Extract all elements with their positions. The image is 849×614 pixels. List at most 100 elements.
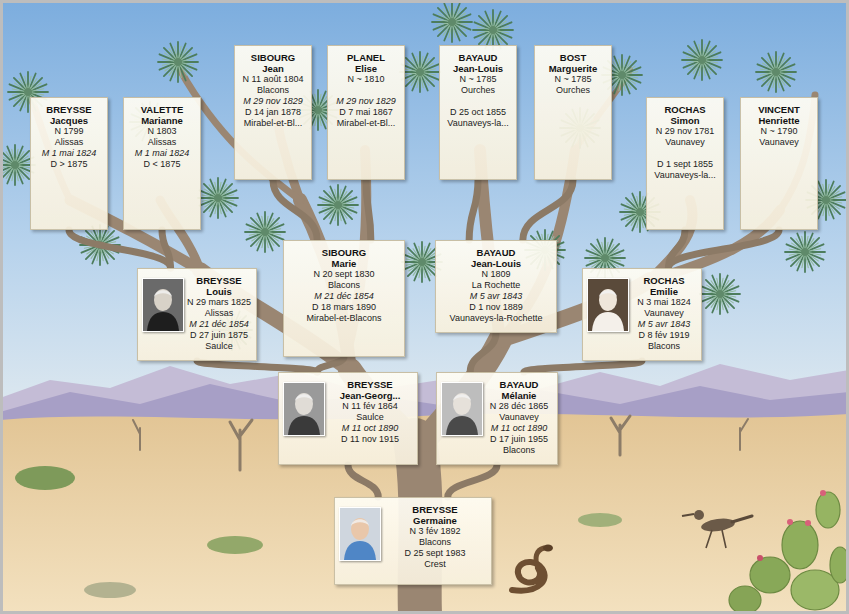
person-name: Mélanie <box>485 390 553 401</box>
tree-trunk <box>30 70 815 614</box>
life-event: M 21 déc 1854 <box>186 319 252 330</box>
text-column: PLANELEliseN ~ 1810M 29 nov 1829D 7 mai … <box>328 46 404 133</box>
person-name: Jean <box>237 63 309 74</box>
life-event: Saulce <box>186 341 252 352</box>
text-column: VINCENTHenrietteN ~ 1790Vaunavey <box>741 98 817 152</box>
person-box: BREYSSEGermaineN 3 fév 1892BlaconsD 25 s… <box>334 497 492 585</box>
life-event: D 17 juin 1955 <box>485 434 553 445</box>
life-event: D 25 sept 1983 <box>383 548 487 559</box>
person-name: VALETTE <box>126 104 198 115</box>
person-name: BREYSSE <box>186 275 252 286</box>
person-box: BREYSSEJean-Georg...N 11 fév 1864SaulceM… <box>278 372 418 465</box>
branch-connector <box>469 180 478 240</box>
portrait-ground <box>143 279 183 331</box>
leaf-cluster <box>473 10 513 50</box>
text-column: BREYSSELouisN 29 mars 1825AlissasM 21 dé… <box>184 269 254 356</box>
portrait-hair <box>351 519 369 526</box>
life-event: Alissas <box>126 137 198 148</box>
life-event: Saulce <box>327 412 413 423</box>
life-event: Vaunaveys-la... <box>442 118 514 129</box>
life-event: N ~ 1785 <box>442 74 514 85</box>
life-event: Alissas <box>33 137 105 148</box>
branch-connector <box>162 230 171 268</box>
life-event: Blacons <box>631 341 697 352</box>
leaf-cluster <box>756 52 796 92</box>
text-column: SIBOURGJeanN 11 août 1804BlaconsM 29 nov… <box>235 46 311 133</box>
person-name: Louis <box>186 286 252 297</box>
person-name: ROCHAS <box>649 104 721 115</box>
branch-connector <box>273 180 317 240</box>
portrait-face <box>295 393 313 415</box>
person-name: Jean-Georg... <box>327 390 413 401</box>
person-name: BREYSSE <box>33 104 105 115</box>
text-column: ROCHASEmilieN 3 mai 1824VaunaveyM 5 avr … <box>629 269 699 356</box>
person-name: VINCENT <box>743 104 815 115</box>
life-event: N ~ 1810 <box>330 74 402 85</box>
portrait-body <box>288 416 320 435</box>
text-column: BREYSSEJacquesN 1799AlissasM 1 mai 1824D… <box>31 98 107 174</box>
life-event: D 18 mars 1890 <box>286 302 402 313</box>
text-column: SIBOURGMarieN 20 sept 1830BlaconsM 21 dé… <box>284 241 404 328</box>
portrait-image <box>143 279 183 331</box>
person-box: VINCENTHenrietteN ~ 1790Vaunavey <box>740 97 818 230</box>
person-name: Simon <box>649 115 721 126</box>
portrait-hair <box>453 394 471 401</box>
person-box: BAYAUDJean-LouisN 1809La RochetteM 5 avr… <box>435 240 557 333</box>
text-column: BAYAUDMélanieN 28 déc 1865VaunaveyM 11 o… <box>483 373 555 460</box>
portrait-hair <box>295 394 313 401</box>
life-event: Blacons <box>286 280 402 291</box>
life-event: Blacons <box>237 85 309 96</box>
leaf-cluster <box>682 40 722 80</box>
life-event: Vaunavey <box>743 137 815 148</box>
life-event: M 21 déc 1854 <box>286 291 402 302</box>
life-event: N 29 nov 1781 <box>649 126 721 137</box>
life-event: M 5 avr 1843 <box>631 319 697 330</box>
person-box: BREYSSELouisN 29 mars 1825AlissasM 21 dé… <box>137 268 257 361</box>
life-event: M 29 nov 1829 <box>330 96 402 107</box>
life-event: Crest <box>383 559 487 570</box>
portrait-ground <box>340 508 380 560</box>
person-name: BAYAUD <box>442 52 514 63</box>
life-event: N 29 mars 1825 <box>186 297 252 308</box>
life-event: Ourches <box>537 85 609 96</box>
prickly-pear-cactus <box>729 490 849 614</box>
life-event: Alissas <box>186 308 252 319</box>
branch-connector <box>668 230 779 268</box>
person-box: SIBOURGJeanN 11 août 1804BlaconsM 29 nov… <box>234 45 312 180</box>
person-name: BREYSSE <box>383 504 487 515</box>
person-name: SIBOURG <box>237 52 309 63</box>
life-event: D 27 juin 1875 <box>186 330 252 341</box>
portrait-ground <box>284 383 324 435</box>
sky <box>0 0 849 440</box>
roadrunner <box>682 510 752 548</box>
portrait-photo <box>587 278 629 332</box>
portrait-face <box>154 289 172 311</box>
portrait-hair <box>599 290 617 297</box>
portrait-image <box>340 508 380 560</box>
person-name: SIBOURG <box>286 247 402 258</box>
portrait-image <box>442 383 482 435</box>
life-event: M 29 nov 1829 <box>237 96 309 107</box>
person-box: PLANELEliseN ~ 1810M 29 nov 1829D 7 mai … <box>327 45 405 180</box>
person-name: Emilie <box>631 286 697 297</box>
branch-connector <box>524 361 642 372</box>
leaf-cluster <box>198 178 238 218</box>
life-event: N 11 août 1804 <box>237 74 309 85</box>
life-event: Vaunaveys-la... <box>649 170 721 181</box>
life-event: Vaunavey <box>631 308 697 319</box>
portrait-photo <box>441 382 483 436</box>
person-box: BAYAUDJean-LouisN ~ 1785OurchesD 25 oct … <box>439 45 517 180</box>
life-event: M 5 avr 1843 <box>438 291 554 302</box>
person-name: Marianne <box>126 115 198 126</box>
person-box: SIBOURGMarieN 20 sept 1830BlaconsM 21 dé… <box>283 240 405 357</box>
life-event: M 11 oct 1890 <box>327 423 413 434</box>
portrait-body <box>446 416 478 435</box>
leaf-cluster <box>432 2 472 42</box>
leaf-cluster <box>318 185 358 225</box>
person-name: Germaine <box>383 515 487 526</box>
person-name: Marie <box>286 258 402 269</box>
text-column: BAYAUDJean-LouisN 1809La RochetteM 5 avr… <box>436 241 556 328</box>
person-box: VALETTEMarianneN 1803AlissasM 1 mai 1824… <box>123 97 201 230</box>
